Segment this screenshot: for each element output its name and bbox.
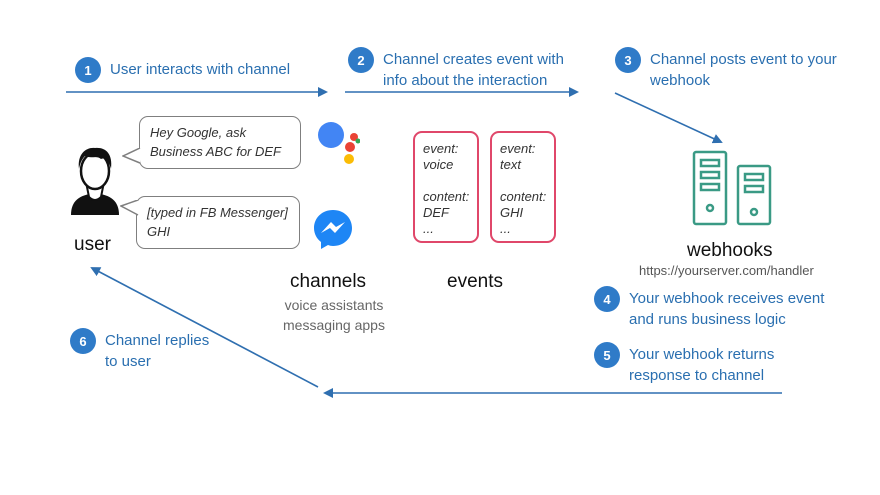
server-icon — [692, 150, 772, 226]
event-ellipsis: ... — [500, 221, 511, 236]
event-type-value: voice — [423, 157, 454, 172]
event-card-text: event: text content: GHI ... — [490, 131, 556, 243]
step-badge: 3 — [615, 47, 641, 73]
event-type-key: event: — [500, 141, 536, 156]
bubble-tail — [120, 200, 139, 216]
event-card-voice: event: voice content: DEF ... — [413, 131, 479, 243]
step-6: 6 Channel replies to user — [70, 328, 210, 372]
step-text: Channel replies to user — [105, 332, 210, 370]
event-content-value: DEF — [423, 205, 449, 220]
google-assistant-icon — [318, 122, 360, 164]
event-content-key: content: — [423, 189, 470, 204]
step-badge: 6 — [70, 328, 96, 354]
text-bubble: [typed in FB Messenger] GHI — [136, 196, 300, 249]
step-3: 3 Channel posts event to your webhook — [615, 47, 837, 91]
step-text: Your webhook receives event and runs bus… — [629, 290, 825, 328]
step-text: Your webhook returns response to channel — [629, 346, 775, 384]
events-label: events — [447, 271, 503, 292]
step-text: Channel creates event with info about th… — [383, 51, 564, 89]
step-badge: 1 — [75, 57, 101, 83]
step-badge: 5 — [594, 342, 620, 368]
step-badge: 4 — [594, 286, 620, 312]
step-text: User interacts with channel — [110, 61, 291, 78]
step-1: 1 User interacts with channel — [75, 57, 291, 83]
step-badge: 2 — [348, 47, 374, 73]
channels-sub-messaging: messaging apps — [283, 317, 385, 333]
bubble-tail — [122, 148, 141, 164]
event-content-value: GHI — [500, 205, 524, 220]
event-content-key: content: — [500, 189, 547, 204]
step-5: 5 Your webhook returns response to chann… — [594, 342, 775, 386]
event-ellipsis: ... — [423, 221, 434, 236]
user-label: user — [74, 234, 111, 255]
step-2: 2 Channel creates event with info about … — [348, 47, 564, 91]
step-text: Channel posts event to your webhook — [650, 51, 837, 89]
voice-bubble: Hey Google, ask Business ABC for DEF — [139, 116, 301, 169]
arrow-step-3 — [614, 92, 723, 144]
webhooks-label: webhooks — [687, 240, 773, 261]
event-type-key: event: — [423, 141, 459, 156]
channels-sub-voice: voice assistants — [284, 297, 384, 313]
webhooks-url: https://yourserver.com/handler — [639, 263, 814, 278]
step-4: 4 Your webhook receives event and runs b… — [594, 286, 825, 330]
channels-label: channels — [290, 271, 367, 292]
event-type-value: text — [500, 157, 521, 172]
messenger-icon — [314, 210, 352, 249]
arrow-step-6 — [90, 267, 319, 388]
user-silhouette-icon — [71, 147, 119, 215]
